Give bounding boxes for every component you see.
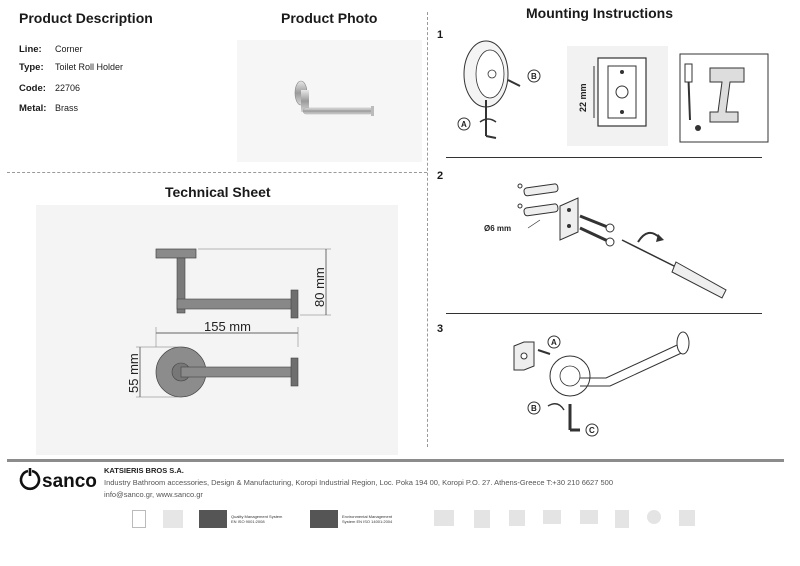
section-divider xyxy=(7,172,427,173)
step-divider xyxy=(446,313,762,314)
callout-a: A xyxy=(551,338,557,347)
spec-label: Type: xyxy=(19,62,44,73)
technical-drawing-svg: 80 mm 155 mm 55 mm xyxy=(126,248,331,398)
company-address: Industry Bathroom accessories, Design & … xyxy=(104,478,613,487)
sanco-logo: sanco xyxy=(18,466,100,492)
logo-text: sanco xyxy=(42,471,97,492)
step-1-illustration: B A 22 mm xyxy=(457,40,769,146)
callout-c: C xyxy=(589,426,595,435)
chevron-badge-icon xyxy=(543,510,561,524)
spec-label: Code: xyxy=(19,83,46,94)
product-photo xyxy=(237,40,422,162)
spec-value: Toilet Roll Holder xyxy=(55,62,124,72)
spec-value: 22706 xyxy=(55,83,81,93)
badge-icon xyxy=(132,510,146,528)
spec-code: Code: 22706 xyxy=(19,83,80,94)
spec-label: Metal: xyxy=(19,103,47,114)
sanco-logo-mark: sanco xyxy=(19,468,97,492)
callout-b: B xyxy=(531,72,537,81)
sun-badge-icon xyxy=(615,510,629,528)
spec-label: Line: xyxy=(19,44,42,55)
step-number: 3 xyxy=(437,323,444,335)
eu-flag-icon xyxy=(199,510,227,528)
technical-drawing: 80 mm 155 mm 55 mm xyxy=(36,205,398,455)
drill-size: Ø6 mm xyxy=(484,224,511,233)
diameter-dimension: 55 mm xyxy=(126,353,141,393)
iso-9001-text: Quality Management System EN ISO 9001:20… xyxy=(231,514,283,524)
iso-14001-text: Environmental Management System EN ISO 1… xyxy=(342,514,393,524)
footer-divider xyxy=(7,459,784,462)
spec-line: Line: Corner xyxy=(19,44,83,55)
callout-a: A xyxy=(461,120,467,129)
diamond-badge-icon xyxy=(580,510,598,524)
length-dimension: 155 mm xyxy=(204,319,251,334)
product-photo-title: Product Photo xyxy=(281,10,378,26)
product-description-title: Product Description xyxy=(19,10,153,26)
circle-badge-icon xyxy=(647,510,661,524)
bracket-size: 22 mm xyxy=(578,83,588,112)
stripes-badge-icon xyxy=(509,510,525,526)
step-divider xyxy=(446,157,762,158)
spec-metal: Metal: Brass xyxy=(19,103,78,114)
iso-14001-badge: Environmental Management System EN ISO 1… xyxy=(310,510,402,528)
company-name: KATSIERIS BROS S.A. xyxy=(104,466,184,475)
company-info: KATSIERIS BROS S.A. Industry Bathroom ac… xyxy=(104,465,613,501)
iso-9001-badge: Quality Management System EN ISO 9001:20… xyxy=(199,510,287,528)
company-contact: info@sanco.gr, www.sanco.gr xyxy=(104,490,203,499)
column-divider xyxy=(427,12,428,447)
warranty-badge-icon xyxy=(474,510,490,528)
box-badge-icon xyxy=(679,510,695,526)
callout-b: B xyxy=(531,404,537,413)
height-dimension: 80 mm xyxy=(312,267,327,307)
technical-sheet-title: Technical Sheet xyxy=(165,184,271,200)
mounting-instructions-title: Mounting Instructions xyxy=(526,5,673,21)
step-number: 2 xyxy=(437,170,444,182)
toilet-roll-holder-photo xyxy=(294,80,374,116)
step-3-illustration: A B C xyxy=(513,331,690,437)
recycle-badge-icon xyxy=(163,510,183,528)
spec-value: Brass xyxy=(55,103,79,113)
spec-value: Corner xyxy=(55,44,83,54)
step-number: 1 xyxy=(437,29,444,41)
eu-flag-icon xyxy=(310,510,338,528)
step-2-illustration: Ø6 mm xyxy=(484,183,727,299)
spec-type: Type: Toilet Roll Holder xyxy=(19,62,123,73)
house-badge-icon xyxy=(434,510,454,526)
